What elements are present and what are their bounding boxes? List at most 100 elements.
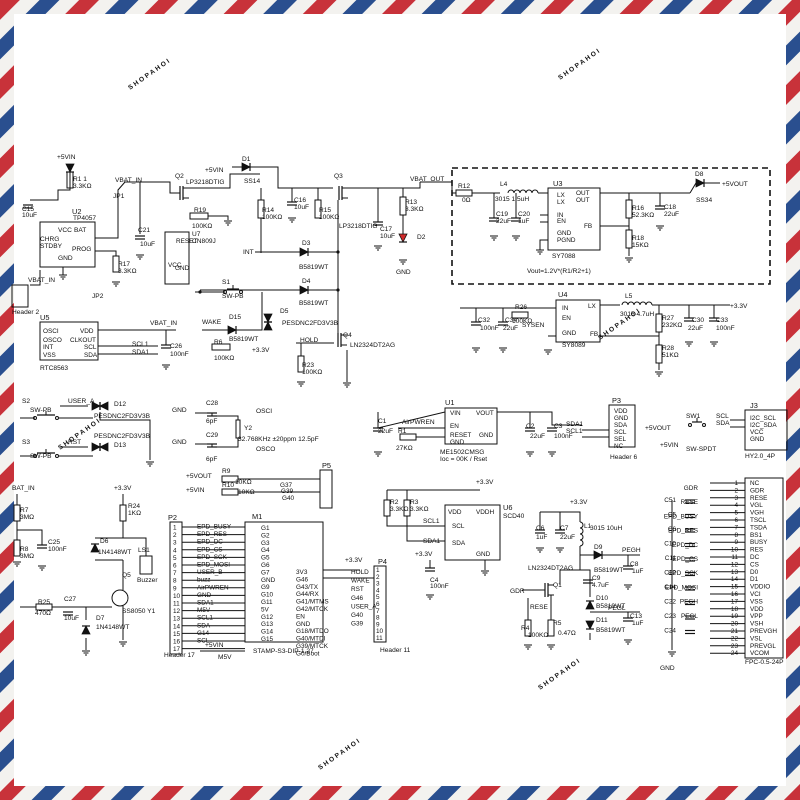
p2-pin-num: 10	[173, 593, 181, 600]
p4-pin-num: 9	[376, 621, 380, 628]
junction-dot	[336, 250, 340, 254]
p4-net-label: HOLD	[351, 569, 369, 576]
module-m1	[244, 521, 324, 643]
m1-right-pin: G39/MTCK	[296, 643, 329, 650]
fpc-pin-name: VGL	[750, 502, 763, 509]
pin-u5-int: INT	[43, 344, 53, 351]
fpc-pin-name: VSS	[750, 598, 763, 605]
value-c4: 100nF	[430, 583, 449, 590]
header-p3	[608, 404, 636, 448]
value-c30: 22uF	[688, 325, 703, 332]
pin-u3-out2: OUT	[576, 197, 590, 204]
value-r19: 100KΩ	[192, 223, 212, 230]
resistor-r24	[119, 504, 127, 522]
ref-q1: Q1	[553, 582, 562, 589]
m1-left-pin: G4	[261, 547, 270, 554]
value-y2: 32.768KHz ±20ppm 12.5pF	[238, 436, 319, 443]
value-s1: SW-PB	[222, 293, 244, 300]
pin-bat: BAT	[74, 227, 86, 234]
p2-net-label: SCL	[197, 638, 210, 645]
m1-left-pin: G12	[261, 614, 274, 621]
wire-d15	[236, 292, 263, 331]
pin-stdby: STDBY	[40, 243, 63, 250]
net-hold: HOLD	[300, 337, 319, 344]
ref-c3: C3	[554, 423, 563, 430]
tvs-d5	[263, 313, 273, 323]
m1-right-pin: GND	[296, 621, 311, 628]
fpc-net-label: EPD_SCK	[668, 570, 699, 577]
ref-u3: U3	[553, 179, 562, 188]
wire-c25	[17, 529, 43, 545]
p2-pin-num: 14	[173, 623, 181, 630]
fpc-pin-name: NC	[750, 480, 760, 487]
ref-d1: D1	[242, 156, 251, 163]
diode-d9	[593, 550, 603, 560]
p2-pin-num: 4	[173, 547, 177, 554]
pin-p3-scl: SCL	[614, 429, 627, 436]
fpc-net-label: GDR	[684, 485, 699, 492]
p4-pin-num: 11	[376, 635, 383, 642]
net-5vin-m1: +5VIN	[205, 642, 224, 649]
pin-u7-gnd: GND	[175, 265, 190, 272]
fpc-pin-name: BS1	[750, 532, 763, 539]
value-c34: 22uF	[503, 325, 518, 332]
pin-u3-en: EN	[557, 218, 566, 225]
ref-d8: D8	[695, 171, 704, 178]
inductor-l4	[507, 189, 539, 194]
part-q4: LN2324DT2AG	[350, 342, 395, 349]
wire-u2-bat	[95, 181, 126, 239]
value-r27: 232KΩ	[662, 322, 682, 329]
diode-d7	[81, 625, 91, 635]
wire-r12	[420, 181, 456, 194]
wire-u2-gnd	[30, 270, 41, 286]
fpc-net-label: EPD_BUSY	[664, 513, 699, 520]
wire-q2-src	[125, 181, 180, 194]
p4-pin-num: 10	[376, 628, 384, 635]
pin-u7-vcc: VCC	[168, 262, 182, 269]
value-r1: 27KΩ	[396, 445, 413, 452]
value-r7: 3MΩ	[20, 514, 34, 521]
pin-u1-gnd2: GND	[479, 432, 494, 439]
value-r5: 0.47Ω	[558, 630, 576, 637]
value-c15: 10uF	[22, 212, 37, 219]
value-q1: LN2324DT2AG	[528, 565, 573, 572]
pin-u5-sda: SDA	[84, 352, 98, 359]
ref-c26: C26	[170, 343, 182, 350]
value-c26: 100nF	[170, 351, 189, 358]
connector-j3	[744, 409, 788, 451]
ref-r3: R3	[410, 499, 419, 506]
p2-net-label: SDA1	[197, 600, 214, 607]
diode-d11	[585, 620, 595, 630]
m1-left-pin: G14	[261, 629, 274, 636]
wire-c1	[377, 411, 446, 429]
value-c32: 100nF	[480, 325, 499, 332]
ref-c21: C21	[138, 227, 150, 234]
ic-u1	[444, 407, 498, 445]
resistor-r10	[221, 488, 239, 496]
fpc-cap-ref: C10	[664, 541, 676, 548]
p4-pin-num: 5	[376, 594, 380, 601]
ref-y2: Y2	[244, 425, 252, 432]
ref-r25: R25	[38, 599, 50, 606]
fpc-pin-name: VCOM	[750, 650, 769, 657]
p2-net-label: buzz	[197, 577, 211, 584]
p4-pin-num: 8	[376, 615, 380, 622]
ref-r14: R14	[262, 207, 274, 214]
p2-pin-num: 8	[173, 578, 177, 585]
p2-pin-num: 16	[173, 639, 181, 646]
pin-u6-gnd: GND	[476, 551, 491, 558]
value-r23: 100KΩ	[302, 369, 322, 376]
part-u3: SY7088	[552, 253, 576, 260]
ic-u7	[164, 231, 190, 285]
p2-net-label: EPD_CS	[197, 546, 223, 553]
part-header2: Header 2	[12, 309, 39, 316]
pin-u3-lx2: LX	[557, 199, 566, 206]
fpc-pin-name: VPP	[750, 613, 763, 620]
wire-y2b	[230, 438, 239, 448]
net-5vin-sw1: +5VIN	[660, 442, 679, 449]
ref-d2: D2	[417, 234, 426, 241]
value-r26: 100KΩ	[512, 318, 532, 325]
wire-u2-vcc	[30, 172, 71, 201]
m1-left-pin: GND	[261, 577, 276, 584]
